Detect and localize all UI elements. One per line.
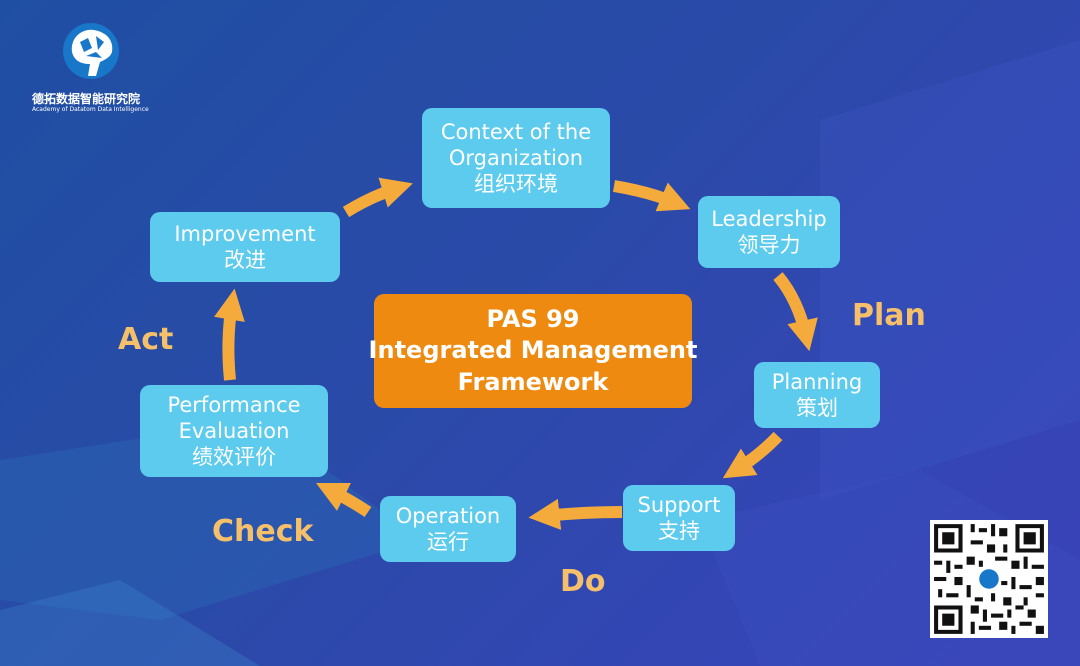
node-support-cn: 支持	[658, 519, 700, 543]
node-operation-cn: 运行	[427, 530, 469, 554]
arrow-operation-to-performance	[316, 483, 372, 517]
qr-code	[930, 520, 1048, 638]
node-leadership-cn: 领导力	[737, 233, 801, 257]
node-performance-cn: 绩效评价	[192, 445, 276, 470]
arrow-support-to-operation	[528, 498, 623, 530]
node-improvement: Improvement 改进	[150, 212, 340, 282]
node-performance-en-line1: Performance	[167, 392, 301, 417]
arrow-leadership-to-planning	[773, 272, 818, 352]
brain-logo-icon	[63, 23, 119, 79]
node-performance-en-line2: Evaluation	[178, 418, 290, 443]
node-leadership-en: Leadership	[711, 206, 827, 231]
center-framework-box: PAS 99 Integrated Management Framework	[369, 294, 697, 408]
arrow-context-to-leadership	[613, 180, 691, 212]
node-planning: Planning 策划	[754, 362, 880, 428]
node-context-en-line1: Context of the	[440, 119, 592, 144]
center-line1: PAS 99	[486, 305, 580, 334]
node-leadership: Leadership 领导力	[698, 196, 840, 268]
center-line3: Framework	[457, 367, 609, 396]
node-operation: Operation 运行	[380, 496, 516, 562]
arrow-performance-to-improvement	[214, 288, 245, 381]
arrow-improvement-to-context	[342, 177, 413, 218]
node-improvement-cn: 改进	[224, 248, 266, 272]
node-context-of-organization: Context of the Organization 组织环境	[422, 108, 610, 208]
arrow-planning-to-support	[722, 431, 783, 479]
node-planning-cn: 策划	[796, 396, 838, 420]
node-improvement-en: Improvement	[174, 221, 316, 246]
phase-label-do: Do	[560, 564, 606, 599]
node-support-en: Support	[637, 492, 721, 517]
phase-label-act: Act	[118, 322, 174, 357]
phase-label-plan: Plan	[852, 298, 926, 333]
node-context-cn: 组织环境	[474, 172, 558, 197]
node-performance-evaluation: Performance Evaluation 绩效评价	[140, 385, 328, 477]
node-operation-en: Operation	[395, 503, 501, 528]
node-context-en-line2: Organization	[448, 145, 584, 170]
node-planning-en: Planning	[771, 369, 863, 394]
node-support: Support 支持	[623, 485, 735, 551]
qr-code-icon	[930, 520, 1048, 638]
logo-name-cn: 德拓数据智能研究院	[32, 92, 141, 106]
logo-name-en: Academy of Datatom Data Intelligence	[32, 106, 149, 113]
center-line2: Integrated Management	[368, 336, 698, 365]
phase-label-check: Check	[212, 514, 314, 549]
